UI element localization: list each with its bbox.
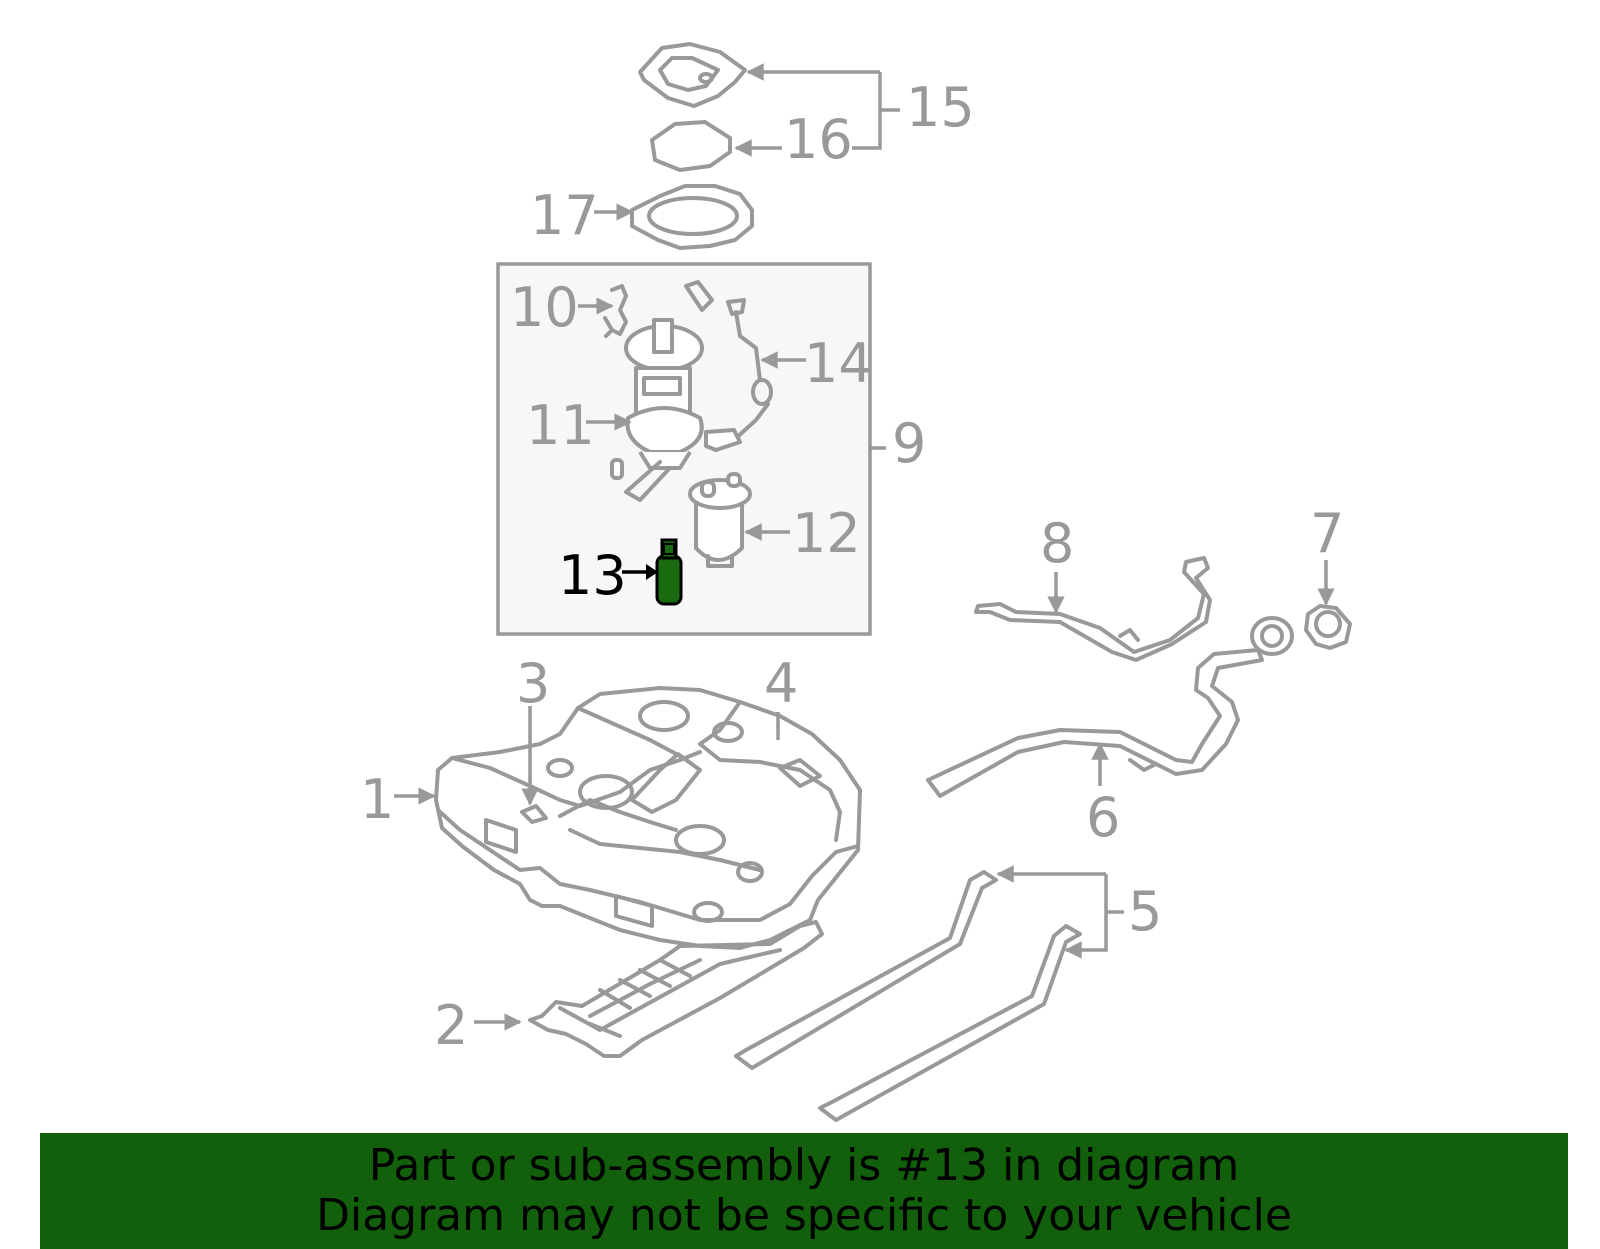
part-12-fuel-filter (688, 472, 752, 568)
part-17-lock-ring (630, 184, 754, 250)
part-14-wiring-harness (684, 280, 773, 452)
part-15-cover-plate (638, 42, 747, 108)
callout-label-1: 1 (360, 768, 394, 831)
callout-label-10: 10 (510, 276, 579, 339)
callout-label-17: 17 (530, 184, 599, 247)
callout-label-2: 2 (434, 994, 468, 1057)
callout-label-16: 16 (784, 108, 853, 171)
callout-label-6: 6 (1086, 786, 1120, 849)
callout-label-11: 11 (526, 394, 595, 457)
part-16-gasket (650, 120, 732, 172)
banner-line-1: Part or sub-assembly is #13 in diagram (368, 1140, 1240, 1191)
part-5-tank-straps (734, 870, 1082, 1122)
part-7-fuel-cap (1304, 604, 1352, 650)
info-banner: Part or sub-assembly is #13 in diagram D… (40, 1133, 1568, 1249)
callout-label-9: 9 (892, 412, 926, 475)
part-13-highlighted (655, 538, 683, 606)
part-11-pump-module (610, 318, 704, 502)
leader-5b (1064, 874, 1108, 959)
callout-label-12: 12 (792, 502, 861, 565)
leader-13-arrowhead (646, 564, 658, 580)
banner-line-2: Diagram may not be specific to your vehi… (316, 1190, 1292, 1241)
callout-label-3: 3 (516, 652, 550, 715)
callout-label-15: 15 (906, 76, 975, 139)
callout-label-8: 8 (1040, 512, 1074, 575)
part-10-clip (603, 284, 628, 338)
leaders-15-16 (734, 63, 900, 157)
part-8-strap (974, 556, 1212, 662)
callout-label-13: 13 (558, 544, 627, 607)
part-2-heat-shield (528, 920, 824, 1058)
part-6-filler-neck (926, 616, 1294, 798)
callout-label-4: 4 (764, 652, 798, 715)
callout-label-5: 5 (1128, 880, 1162, 943)
callout-label-14: 14 (804, 332, 873, 395)
part-1-fuel-tank (434, 686, 862, 950)
callout-label-7: 7 (1310, 502, 1344, 565)
